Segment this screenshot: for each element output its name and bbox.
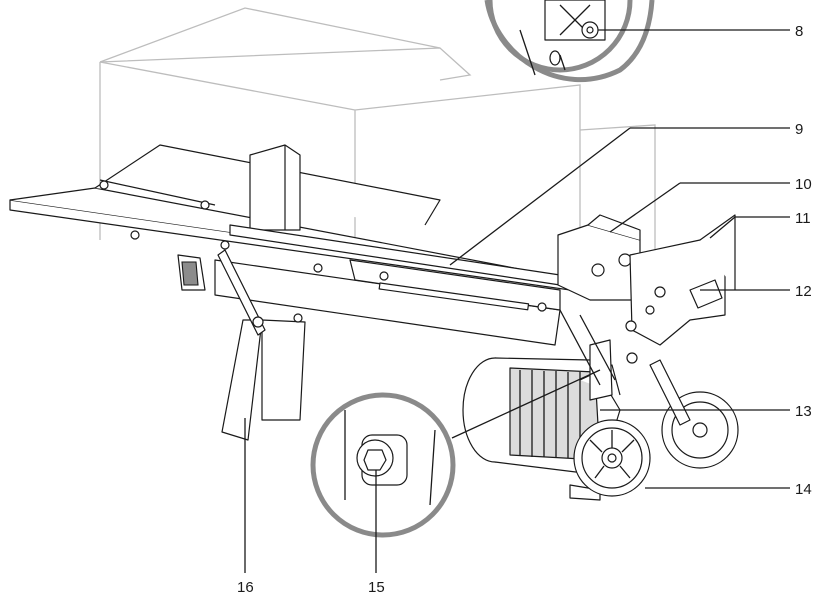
splitter-body <box>9 144 641 346</box>
support-leg <box>217 249 306 441</box>
callout-12: 12 <box>795 283 812 300</box>
callout-13: 13 <box>795 403 812 420</box>
callout-15: 15 <box>368 579 385 596</box>
wheels <box>573 359 739 497</box>
callout-9: 9 <box>795 121 803 138</box>
leader-lines <box>244 29 790 573</box>
inset-detail-bottom <box>310 369 601 538</box>
inset-detail-top <box>484 0 655 83</box>
callout-8: 8 <box>795 23 803 40</box>
ghost-log-outline <box>99 7 656 255</box>
callout-11: 11 <box>795 210 811 227</box>
callout-labels: 8 9 10 11 12 13 14 15 16 <box>237 23 812 596</box>
callout-16: 16 <box>237 579 254 596</box>
right-end-assembly <box>557 214 736 364</box>
left-handle <box>177 254 206 291</box>
callout-10: 10 <box>795 176 812 193</box>
callout-14: 14 <box>795 481 812 498</box>
